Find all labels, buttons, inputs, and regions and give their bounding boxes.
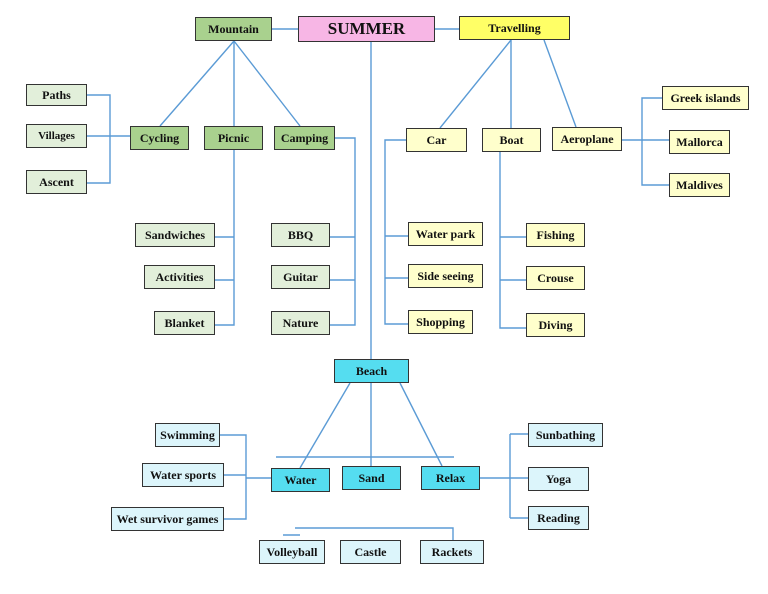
connector-line (159, 40, 235, 127)
connector-line (622, 97, 662, 141)
node-sandwiches: Sandwiches (135, 223, 215, 247)
node-reading: Reading (528, 506, 589, 530)
node-diving: Diving (526, 313, 585, 337)
node-camping: Camping (274, 126, 335, 150)
node-villages: Villages (26, 124, 87, 148)
node-boat: Boat (482, 128, 541, 152)
connector-line (543, 39, 577, 128)
node-water-park: Water park (408, 222, 483, 246)
node-fishing: Fishing (526, 223, 585, 247)
node-beach: Beach (334, 359, 409, 383)
node-shopping: Shopping (408, 310, 473, 334)
node-picnic: Picnic (204, 126, 263, 150)
node-crouse: Crouse (526, 266, 585, 290)
node-car: Car (406, 128, 467, 152)
node-blanket: Blanket (154, 311, 215, 335)
connector-line (295, 527, 454, 540)
node-maldives: Maldives (669, 173, 730, 197)
connector-line (215, 150, 235, 326)
node-water: Water (271, 468, 330, 492)
node-swimming: Swimming (155, 423, 220, 447)
node-paths: Paths (26, 84, 87, 106)
node-rackets: Rackets (420, 540, 484, 564)
connector-line (330, 137, 356, 326)
node-side-seeing: Side seeing (408, 264, 483, 288)
node-yoga: Yoga (528, 467, 589, 491)
connector-line (499, 152, 526, 329)
node-volleyball: Volleyball (259, 540, 325, 564)
connector-line (384, 139, 408, 325)
node-castle: Castle (340, 540, 401, 564)
node-summer: SUMMER (298, 16, 435, 42)
node-aeroplane: Aeroplane (552, 127, 622, 151)
node-wet-survivor-games: Wet survivor games (111, 507, 224, 531)
node-bbq: BBQ (271, 223, 330, 247)
connector-line (87, 94, 111, 184)
connector-line (439, 39, 512, 129)
node-sand: Sand (342, 466, 401, 490)
node-relax: Relax (421, 466, 480, 490)
node-greek-islands: Greek islands (662, 86, 749, 110)
node-water-sports: Water sports (142, 463, 224, 487)
connector-line (220, 434, 247, 520)
node-ascent: Ascent (26, 170, 87, 194)
node-guitar: Guitar (271, 265, 330, 289)
node-nature: Nature (271, 311, 330, 335)
node-sunbathing: Sunbathing (528, 423, 603, 447)
connector-line (233, 40, 301, 127)
node-travelling: Travelling (459, 16, 570, 40)
node-mountain: Mountain (195, 17, 272, 41)
node-cycling: Cycling (130, 126, 189, 150)
connector-line (641, 140, 669, 186)
connector-line (399, 382, 443, 467)
node-activities: Activities (144, 265, 215, 289)
connector-line (299, 382, 351, 469)
node-mallorca: Mallorca (669, 130, 730, 154)
